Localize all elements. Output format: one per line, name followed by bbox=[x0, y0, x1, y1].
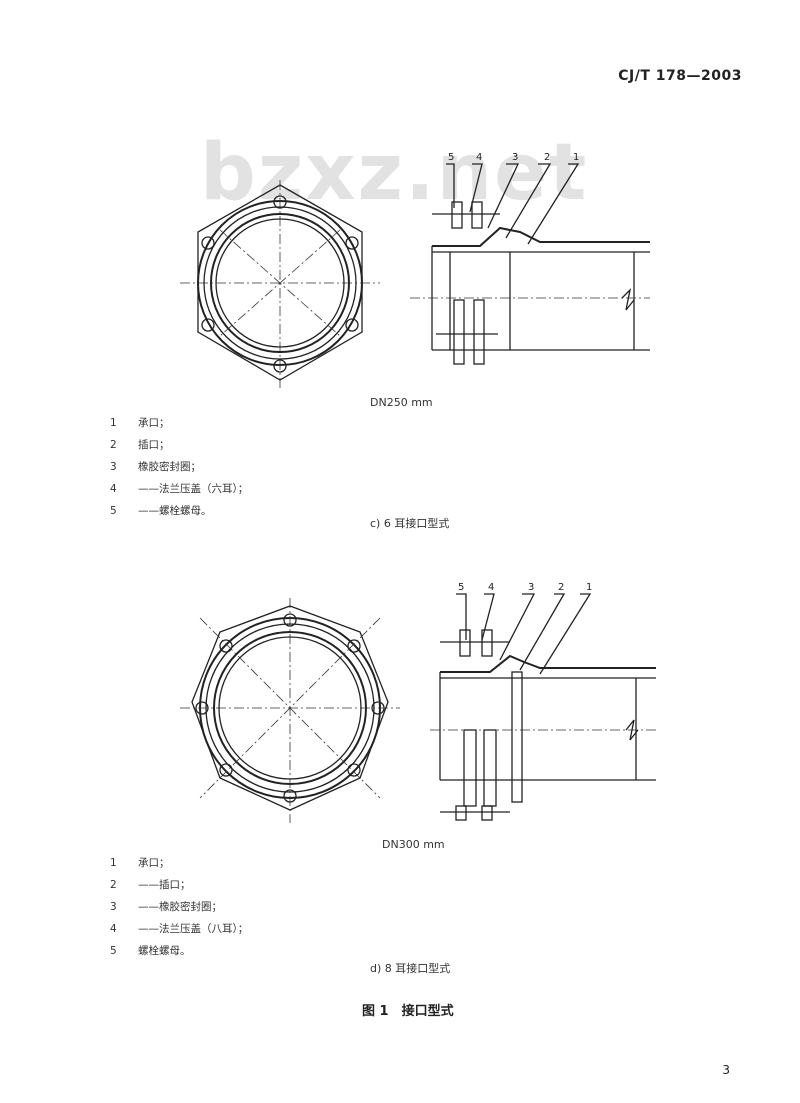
part-label-5: 5 bbox=[458, 582, 464, 593]
part-label-2: 2 bbox=[544, 152, 550, 163]
figure-b-subtitle: d) 8 耳接口型式 bbox=[370, 962, 451, 975]
figure-b-front-view bbox=[180, 598, 400, 823]
part-label-3: 3 bbox=[528, 582, 534, 593]
figure-a-front-view bbox=[180, 180, 380, 390]
part-label-5: 5 bbox=[448, 152, 454, 163]
part-label-4: 4 bbox=[476, 152, 482, 163]
figure-a-caption: DN250 mm bbox=[370, 396, 433, 409]
figure-b-caption: DN300 mm bbox=[382, 838, 445, 851]
legend-item: 5——螺栓螺母。 bbox=[110, 505, 212, 517]
standard-code: CJ/T 178—2003 bbox=[618, 68, 742, 84]
part-label-3: 3 bbox=[512, 152, 518, 163]
figure-a-section-view: 5 4 3 2 1 bbox=[410, 152, 650, 365]
legend-item: 4——法兰压盖（六耳）； bbox=[110, 483, 249, 495]
figure-b-section-view: 5 4 3 2 1 bbox=[430, 582, 656, 821]
part-label-1: 1 bbox=[586, 582, 592, 593]
figure-title: 图 1 接口型式 bbox=[362, 1004, 454, 1019]
part-number-labels: 5 4 3 2 1 bbox=[448, 152, 579, 163]
figure-a-subtitle: c) 6 耳接口型式 bbox=[370, 517, 450, 530]
part-label-4: 4 bbox=[488, 582, 494, 593]
legend-item: 2——插口； bbox=[110, 879, 191, 891]
legend-item: 3——橡胶密封圈； bbox=[110, 901, 222, 913]
part-label-2: 2 bbox=[558, 582, 564, 593]
part-number-labels: 5 4 3 2 1 bbox=[458, 582, 592, 593]
page-number: 3 bbox=[722, 1063, 730, 1077]
part-label-1: 1 bbox=[573, 152, 579, 163]
legend-item: 4——法兰压盖（八耳）； bbox=[110, 923, 249, 935]
